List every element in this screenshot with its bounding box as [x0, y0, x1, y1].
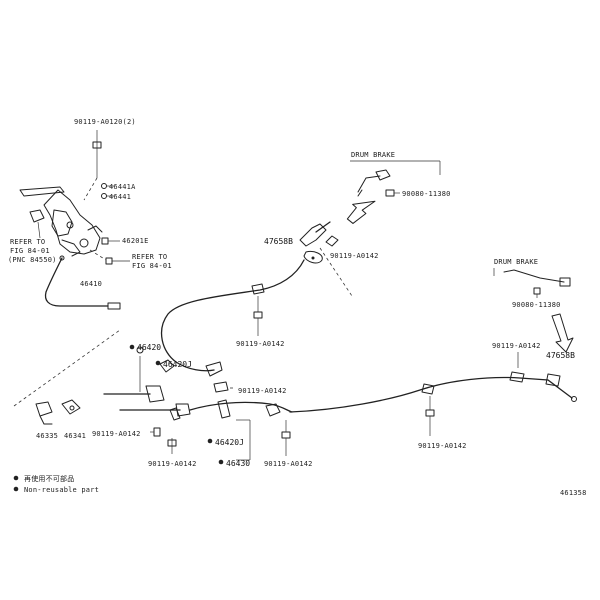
bolt-bottom-left-icon: [167, 438, 177, 454]
label-drum-brake-top: DRUM BRAKE: [351, 151, 395, 159]
legend-marker-1: [13, 475, 19, 481]
label-46430: 46430: [226, 459, 250, 468]
label-refer-left-3: (PNC 84550): [8, 256, 57, 264]
label-screw-top: 90080-11380: [402, 190, 451, 198]
label-bolt-under-cable: 90119-A0142: [236, 340, 285, 348]
label-bolt-bottom-mid: 90119-A0142: [264, 460, 313, 468]
label-46201e: 46201E: [122, 237, 149, 245]
clip-46441-icon: [101, 193, 114, 199]
legend-text-1: 再使用不可部品: [24, 474, 74, 483]
rear-cable-upper: [160, 259, 305, 377]
label-47658b-right: 47658B: [546, 351, 575, 360]
label-refer-right-1: REFER TO: [132, 253, 167, 261]
bolt-46201e-icon: [101, 237, 120, 245]
label-46441a: 46441A: [109, 183, 136, 191]
label-bracket-46430: [236, 419, 251, 461]
label-refer-left-2: FIG 84-01: [10, 247, 50, 255]
nonreusable-marker-46420j-b: [207, 438, 213, 444]
label-bolt-bottom-left: 90119-A0142: [148, 460, 197, 468]
rear-cable-left-lower: [169, 399, 293, 421]
label-46420j-b: 46420J: [215, 438, 244, 447]
bolt-left-low-icon: [150, 427, 161, 437]
label-drum-brake-right: DRUM BRAKE: [494, 258, 538, 266]
drum-brake-right-inset: [493, 268, 571, 298]
clip-46441a-icon: [101, 183, 114, 189]
label-46441: 46441: [109, 193, 131, 201]
label-bolt-top: 90119-A0120(2): [74, 118, 136, 126]
drum-brake-top-inset: [350, 160, 441, 197]
label-46341: 46341: [64, 432, 86, 440]
nonreusable-marker-46420: [129, 344, 135, 350]
nonreusable-marker-46430: [218, 459, 224, 465]
clip-46341-icon: [61, 399, 81, 415]
label-bolt-center: 90119-A0142: [238, 387, 287, 395]
bolt-center-icon: [425, 396, 435, 436]
label-bolt-bottom-right: 90119-A0142: [418, 442, 467, 450]
label-47658b-left: 47658B: [264, 237, 293, 246]
label-refer-right-2: FIG 84-01: [132, 262, 172, 270]
bolt-top-icon: [83, 130, 102, 201]
label-bolt-mid: 90119-A0142: [330, 252, 379, 260]
label-screw-right: 90080-11380: [512, 301, 561, 309]
legend-marker-2: [13, 486, 19, 492]
rear-cable-right-upper-end: [299, 221, 353, 297]
label-46420j: 46420J: [163, 360, 192, 369]
label-46410: 46410: [80, 280, 102, 288]
bolt-refer-right-icon: [89, 249, 130, 265]
clip-46335-icon: [35, 401, 53, 425]
front-cable-46410: [44, 255, 121, 310]
label-refer-left-1: REFER TO: [10, 238, 45, 246]
bolt-bottom-mid-icon: [281, 420, 291, 456]
arrow-top-icon: [346, 200, 376, 224]
label-46335: 46335: [36, 432, 58, 440]
parking-brake-lever-assembly: [19, 186, 103, 257]
label-bolt-right-low: 90119-A0142: [492, 342, 541, 350]
rear-cable-right: [289, 371, 577, 413]
legend-text-2: Non-reusable part: [24, 486, 99, 494]
diagram-code: 461358: [560, 489, 587, 497]
arrow-right-icon: [551, 313, 574, 353]
label-bolt-left-low: 90119-A0142: [92, 430, 141, 438]
nonreusable-marker-46420j: [155, 360, 161, 366]
boundary-line-left: [13, 329, 121, 407]
bolt-under-cable-icon: [253, 296, 263, 336]
label-46420: 46420: [137, 343, 161, 352]
